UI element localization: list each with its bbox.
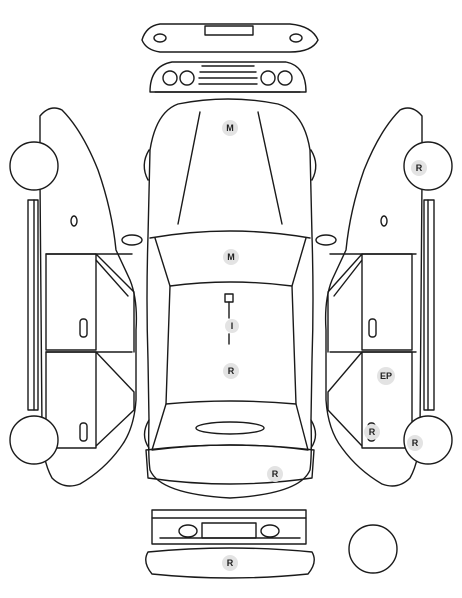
- svg-text:R: R: [227, 558, 234, 568]
- svg-text:I: I: [231, 321, 234, 331]
- car-top-view: [121, 98, 337, 499]
- rear-bumper[interactable]: [145, 547, 315, 579]
- spare-wheel-icon[interactable]: [348, 524, 398, 574]
- svg-text:R: R: [272, 469, 279, 479]
- marker-right-rear-body[interactable]: R: [364, 424, 380, 440]
- front-bumper[interactable]: [141, 23, 319, 53]
- damage-markers: M M I R R R R R EP R: [222, 120, 427, 571]
- svg-text:R: R: [369, 427, 376, 437]
- marker-hood-lower[interactable]: M: [223, 249, 239, 265]
- svg-text:R: R: [412, 438, 419, 448]
- marker-trunk[interactable]: R: [267, 466, 283, 482]
- car-right-side[interactable]: [324, 107, 453, 487]
- rear-lights[interactable]: [151, 509, 307, 545]
- marker-right-rear-wheel[interactable]: R: [407, 435, 423, 451]
- svg-text:R: R: [416, 163, 423, 173]
- marker-right-rear-door[interactable]: EP: [377, 367, 395, 385]
- marker-roof-center[interactable]: R: [223, 363, 239, 379]
- marker-hood-upper[interactable]: M: [222, 120, 238, 136]
- svg-text:R: R: [228, 366, 235, 376]
- roof-note-indicator: [224, 293, 234, 345]
- marker-right-front-wheel[interactable]: R: [411, 160, 427, 176]
- svg-text:M: M: [227, 252, 235, 262]
- marker-roof-note[interactable]: I: [225, 319, 239, 333]
- front-grille[interactable]: [149, 61, 307, 93]
- svg-text:EP: EP: [380, 371, 392, 381]
- trunk-panel[interactable]: [145, 444, 315, 485]
- car-left-side[interactable]: [9, 107, 138, 487]
- marker-rear-bumper[interactable]: R: [222, 555, 238, 571]
- svg-text:M: M: [226, 123, 234, 133]
